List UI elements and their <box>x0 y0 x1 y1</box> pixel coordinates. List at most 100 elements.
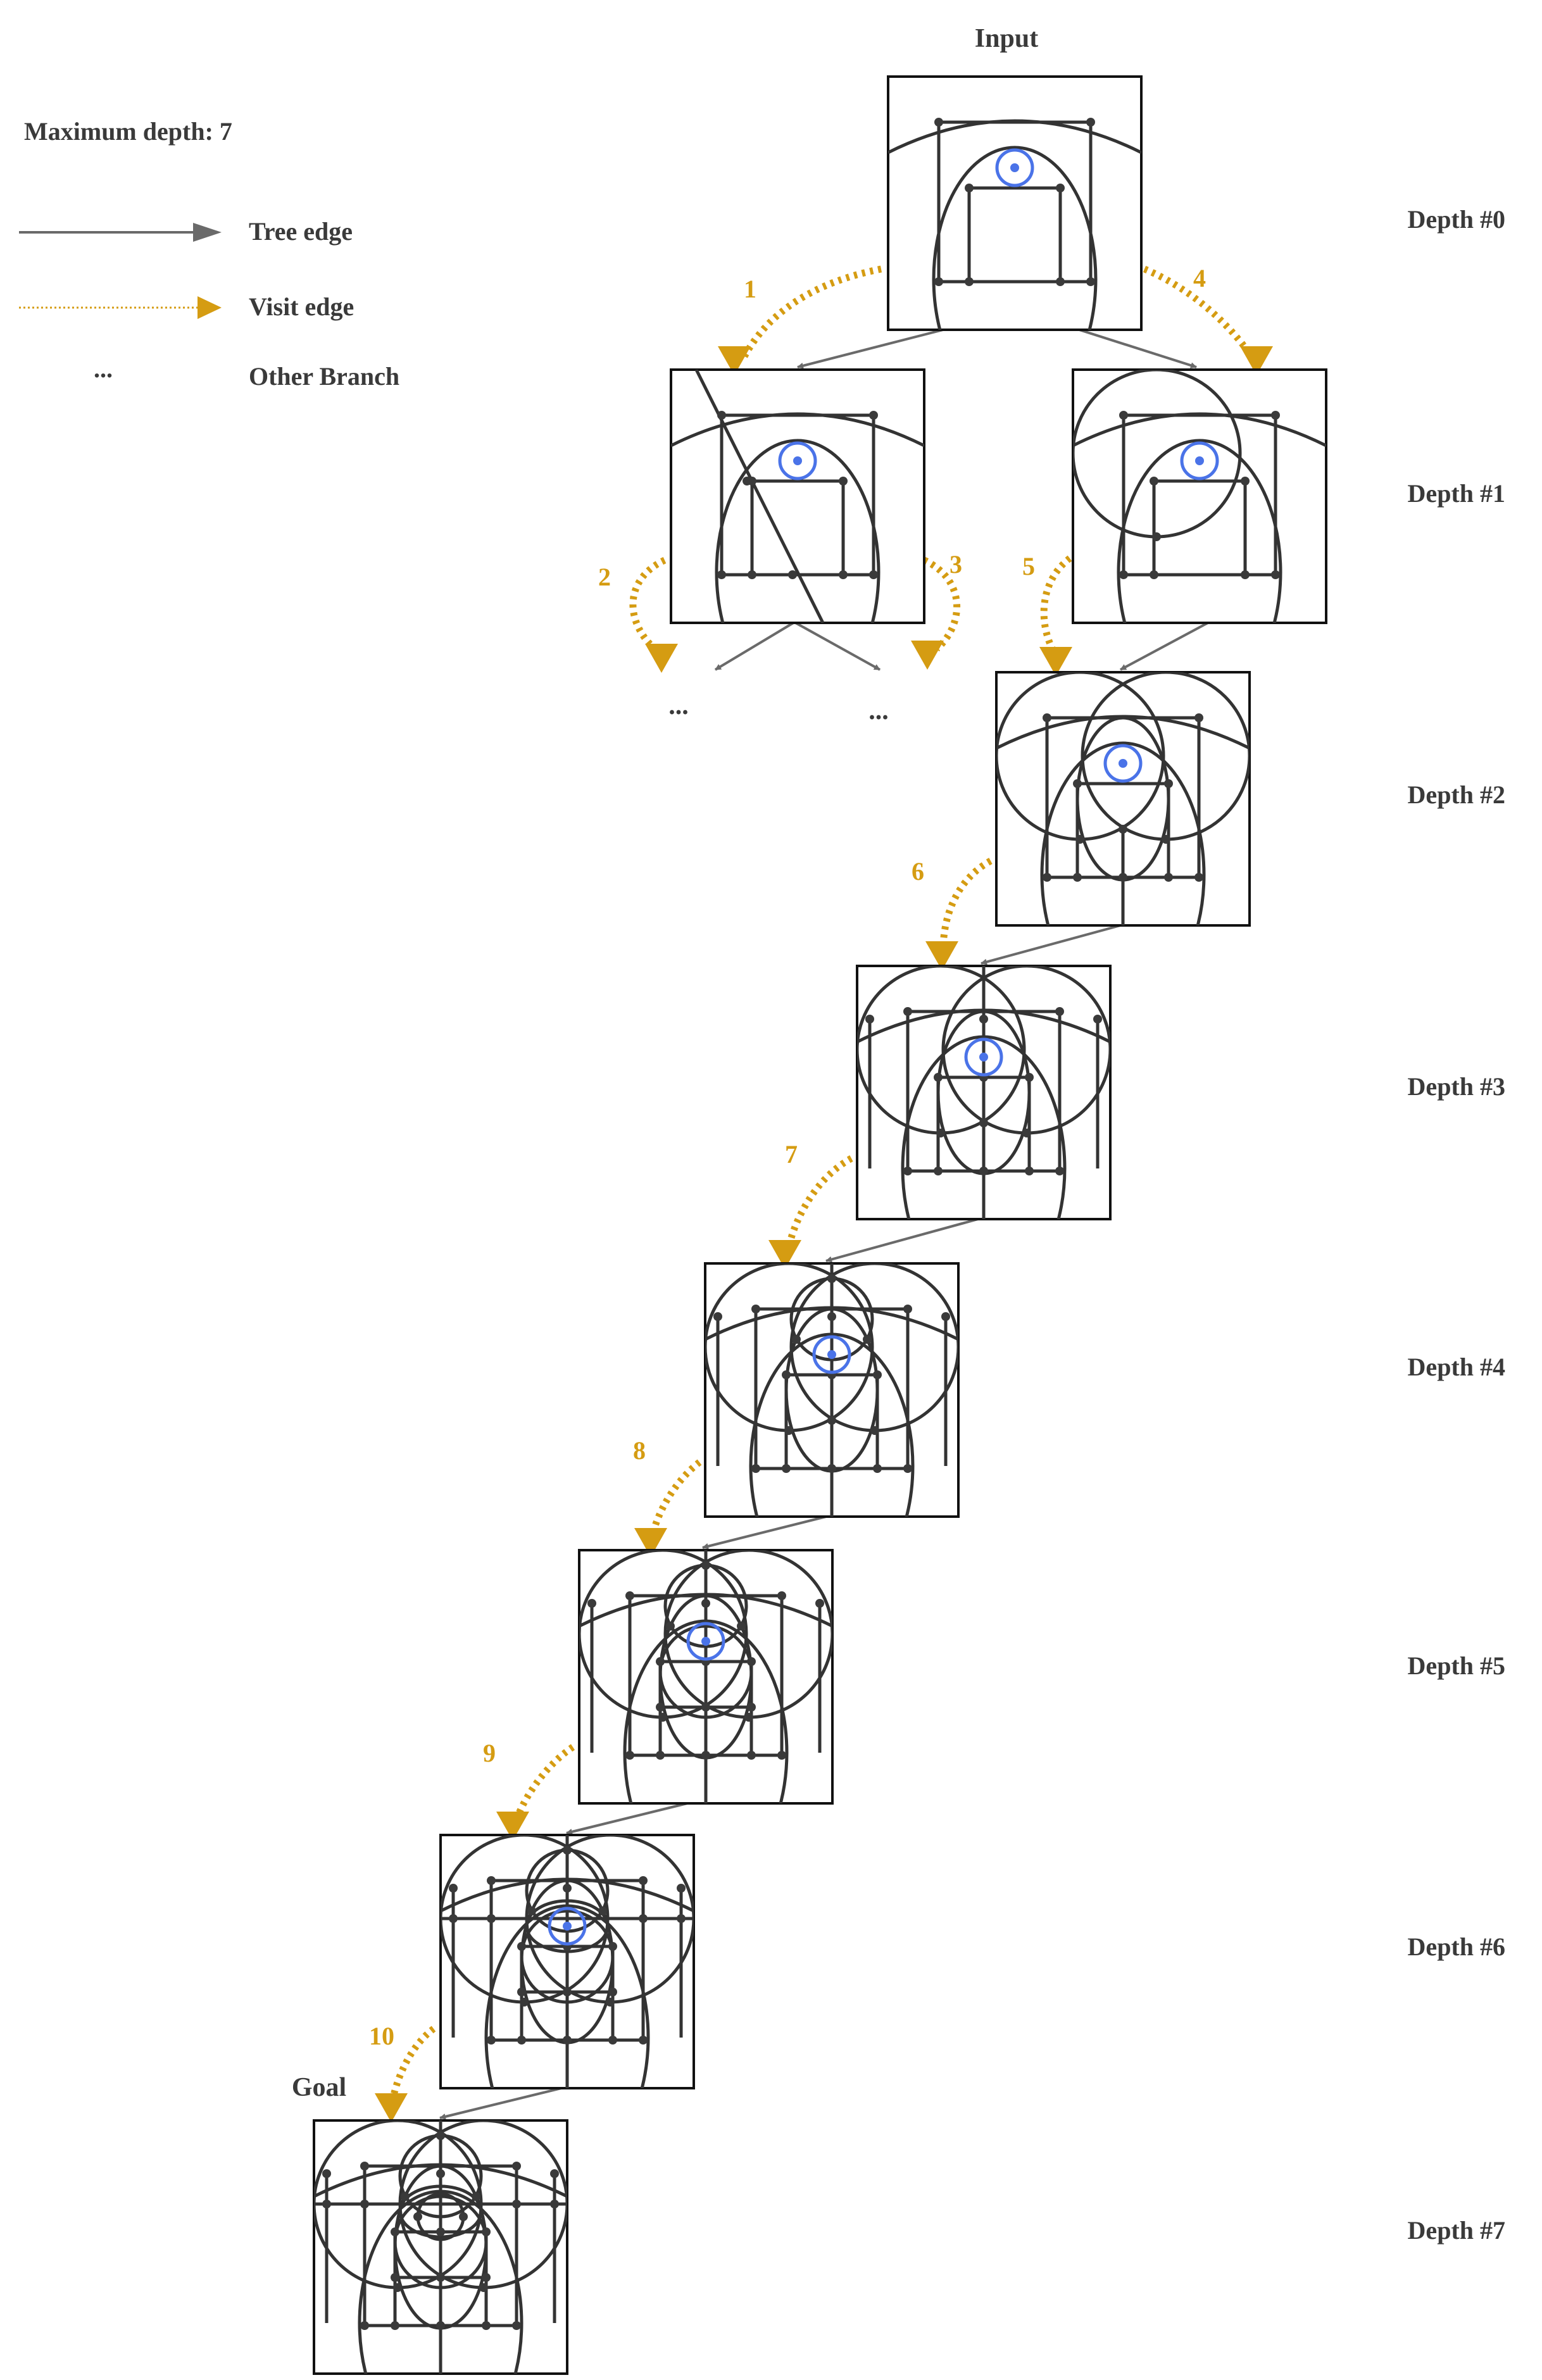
construction-point <box>563 1846 572 1855</box>
construction-point <box>1162 835 1170 844</box>
construction-point <box>869 570 878 579</box>
legend-tree-edge-label: Tree edge <box>249 217 353 246</box>
construction-point <box>865 1015 874 1024</box>
construction-point <box>608 1988 617 1996</box>
construction-point <box>413 2212 422 2221</box>
visit-edge-arrowhead <box>1240 346 1273 375</box>
construction-point <box>639 1876 648 1885</box>
construction-figure <box>314 2120 567 2374</box>
visit-edge-arrowhead <box>645 644 678 673</box>
visit-edge <box>1143 265 1253 357</box>
construction-point <box>934 277 943 286</box>
legend-visit-edge-arrowhead <box>197 296 222 319</box>
construction-point <box>512 2162 521 2170</box>
visit-edges <box>375 265 1273 2122</box>
construction-point <box>625 1751 634 1760</box>
construction-point <box>563 2036 572 2045</box>
construction-point <box>903 1167 912 1175</box>
construction-point <box>1055 1167 1064 1175</box>
construction-point <box>608 2036 617 2045</box>
state-node-n7 <box>313 2119 568 2375</box>
construction-point <box>839 570 848 579</box>
tree-edge <box>714 621 796 671</box>
depth-label: Depth #2 <box>1408 780 1505 809</box>
tree-edge <box>439 2086 567 2120</box>
construction-point <box>788 570 797 579</box>
construction-point <box>360 2162 369 2170</box>
construction-point <box>1043 873 1051 882</box>
visit-order-number: 2 <box>598 563 611 591</box>
construction-point <box>747 1751 756 1760</box>
visit-edge-arrowhead <box>375 2093 408 2122</box>
construction-point <box>677 1914 686 1923</box>
goal-label: Goal <box>292 2073 346 2102</box>
visit-edge <box>512 1744 575 1823</box>
construction-point <box>744 1713 753 1722</box>
construction-point <box>587 1599 596 1608</box>
construction-point <box>520 1998 529 2007</box>
construction-point <box>701 1599 710 1608</box>
construction-point <box>717 411 726 420</box>
visit-edge <box>1040 555 1072 657</box>
visit-order-number: 10 <box>369 2022 394 2050</box>
construction-point <box>1152 532 1161 541</box>
focus-ring <box>548 1907 587 1946</box>
construction-point <box>449 1914 458 1923</box>
node-frame <box>670 368 925 624</box>
construction-point <box>792 1335 801 1344</box>
focus-dot <box>701 1637 710 1646</box>
construction-point <box>487 1876 496 1885</box>
construction-point <box>482 2321 491 2330</box>
state-node-n5 <box>578 1549 834 1805</box>
focus-dot <box>1195 456 1204 465</box>
construction-point <box>482 2227 491 2236</box>
construction-point <box>827 1274 836 1283</box>
visit-edge <box>629 557 667 655</box>
focus-dot <box>1010 163 1019 172</box>
visit-order-number: 4 <box>1193 264 1206 292</box>
visit-edge-arrowhead <box>718 346 751 375</box>
construction-point <box>393 2283 402 2292</box>
construction-point <box>639 1914 648 1923</box>
tree-edge <box>794 621 881 671</box>
construction-point <box>479 2283 488 2292</box>
construction-point <box>903 1305 912 1313</box>
construction-figure <box>888 119 1141 330</box>
focus-ring <box>995 148 1034 187</box>
construction-point <box>782 1464 791 1473</box>
visit-edge-arrowhead <box>768 1240 801 1269</box>
focus-ring <box>964 1037 1003 1077</box>
construction-point <box>1271 570 1280 579</box>
construction-point <box>784 1426 793 1435</box>
construction-point <box>391 2273 399 2282</box>
construction-point <box>747 1703 756 1712</box>
focus-ring <box>1180 441 1219 480</box>
construction-point <box>934 118 943 127</box>
construction-point <box>1241 570 1250 579</box>
tree-edge <box>1120 621 1210 671</box>
construction-point <box>360 2321 369 2330</box>
visit-order-number: 5 <box>1022 552 1035 580</box>
construction-point <box>701 1703 710 1712</box>
visit-edge-arrowhead <box>634 1528 667 1557</box>
construction-point <box>1164 779 1173 788</box>
construction-point <box>1271 411 1280 420</box>
focus-ring <box>1103 744 1143 783</box>
state-node-n0 <box>887 75 1143 331</box>
tree-edge <box>1079 329 1197 369</box>
legend-tree-edge-arrowhead <box>193 223 222 242</box>
construction-point <box>941 1312 950 1321</box>
focus-dot <box>563 1922 572 1931</box>
visit-edge <box>939 858 993 950</box>
construction-point <box>701 1751 710 1760</box>
construction-point <box>873 1464 882 1473</box>
construction-point <box>482 2273 491 2282</box>
construction-point <box>737 1622 746 1631</box>
tree-edge <box>797 329 944 369</box>
construction-point <box>1086 277 1095 286</box>
construction-point <box>782 1370 791 1379</box>
construction-point <box>527 1907 536 1915</box>
construction-point <box>965 277 974 286</box>
construction-figure <box>441 1835 694 2088</box>
construction-point <box>550 2200 559 2208</box>
